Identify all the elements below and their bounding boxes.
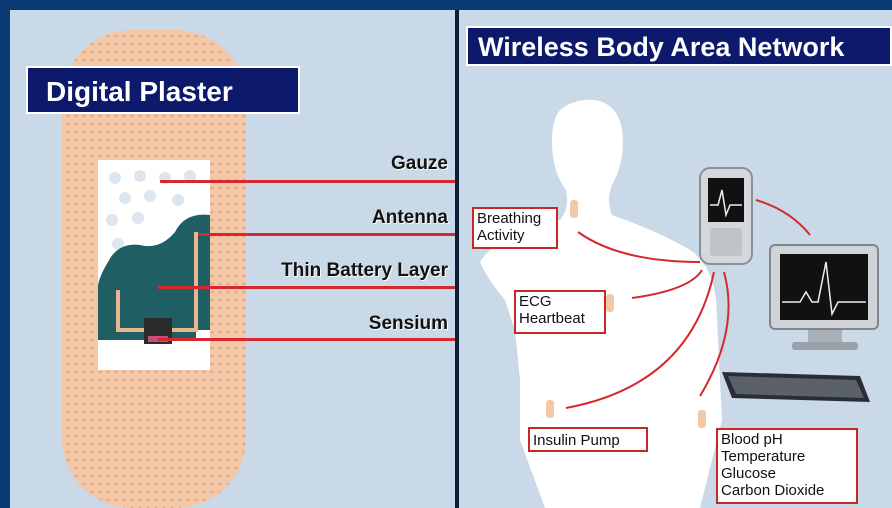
activity-line: Activity: [477, 227, 553, 244]
ecg-heartbeat-label: ECG Heartbeat: [514, 290, 606, 334]
keyboard: [722, 372, 870, 402]
ecg-line: ECG: [519, 293, 601, 310]
carbon-dioxide-line: Carbon Dioxide: [721, 482, 853, 499]
breathing-line: Breathing: [477, 210, 553, 227]
computer-monitor: [770, 245, 878, 350]
temperature-line: Temperature: [721, 448, 853, 465]
blood-metrics-label: Blood pH Temperature Glucose Carbon Diox…: [716, 428, 858, 504]
glucose-line: Glucose: [721, 465, 853, 482]
blood-ph-line: Blood pH: [721, 431, 853, 448]
insulin-pump-label: Insulin Pump: [528, 427, 648, 452]
breathing-activity-label: Breathing Activity: [472, 207, 558, 249]
mobile-phone: [700, 168, 752, 264]
heartbeat-line: Heartbeat: [519, 310, 601, 327]
wban-title: Wireless Body Area Network: [466, 26, 892, 66]
insulin-pump-line: Insulin Pump: [533, 432, 643, 449]
